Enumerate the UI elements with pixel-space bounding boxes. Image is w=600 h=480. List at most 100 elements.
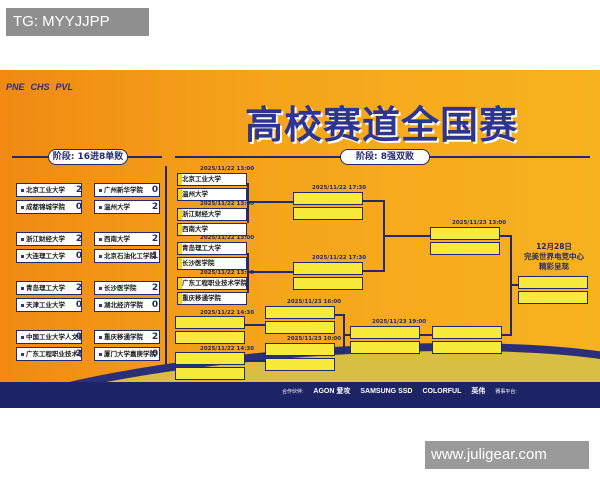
- qf-team-a: 浙江财经大学: [177, 208, 247, 221]
- team-name: 广州新华学院: [104, 186, 143, 194]
- round1-team: 中国工业大学人文信息学院: [16, 330, 82, 344]
- connector: [343, 314, 345, 353]
- lb4-time: 2025/11/23 16:00: [287, 299, 342, 305]
- team-marker-icon: [21, 352, 24, 356]
- round1-opponent: 广州新华学院: [94, 183, 160, 197]
- round1-opp-score: 2: [151, 234, 159, 244]
- lb2-slot-b: [175, 367, 245, 380]
- qf-team-b: 重庆移通学院: [177, 292, 247, 305]
- slot-accent: [178, 293, 182, 304]
- final-venue: 完美世界电竞中心: [524, 252, 584, 261]
- team-name: 广东工程职业技术学院: [26, 350, 81, 358]
- team-marker-icon: [99, 254, 102, 258]
- round1-score: 2: [75, 283, 83, 293]
- lb1-slot-b: [175, 331, 245, 344]
- connector: [245, 324, 265, 326]
- connector: [500, 235, 510, 237]
- final-tagline: 精彩呈现: [539, 262, 569, 271]
- sponsor-label: 合作伙伴:: [282, 388, 304, 395]
- round1-opp-score: 0: [151, 300, 159, 310]
- connector: [335, 351, 343, 353]
- connector: [165, 166, 167, 366]
- lb5-slot-a: [350, 326, 420, 339]
- connector: [510, 284, 518, 286]
- round1-score: 0: [75, 300, 83, 310]
- connector: [249, 201, 293, 203]
- qf-team-b: 长沙医学院: [177, 257, 247, 270]
- connector: [420, 334, 432, 336]
- connector: [247, 253, 249, 293]
- sponsor-colorful: COLORFUL: [422, 387, 462, 395]
- slot-accent: [178, 278, 182, 289]
- team-name: 青岛理工大学: [182, 244, 221, 252]
- sf2-time: 2025/11/22 17:30: [312, 255, 367, 261]
- team-name: 重庆移通学院: [104, 333, 143, 341]
- team-name: 北京石油化工学院: [104, 252, 156, 260]
- stage-left-label: 阶段: 16进8单败: [48, 149, 128, 165]
- team-name: 青岛理工大学: [26, 284, 65, 292]
- qf-time: 2025/11/22 13:00: [200, 270, 255, 276]
- sponsor-agon: AGON 爱攻: [313, 388, 351, 395]
- lb2-time: 2025/11/22 14:30: [200, 346, 255, 352]
- team-marker-icon: [99, 303, 102, 307]
- connector: [345, 334, 350, 336]
- round1-score: 2: [75, 234, 83, 244]
- tournament-poster: PNE CHS PVL 高校赛道全国赛 阶段: 16进8单败 阶段: 8强双败 …: [0, 70, 600, 408]
- round1-opponent: 重庆移通学院: [94, 330, 160, 344]
- logo-pvl: PVL: [55, 82, 74, 92]
- round1-opp-score: 2: [151, 332, 159, 342]
- sf2-slot-a: [293, 262, 363, 275]
- team-marker-icon: [21, 254, 24, 258]
- telegram-tag: TG: MYYJJPP: [6, 8, 149, 36]
- lb5-time: 2025/11/23 19:00: [372, 319, 427, 325]
- site-watermark: www.juligear.com: [425, 441, 589, 469]
- round1-opp-score: 2: [151, 283, 159, 293]
- qf-team-b: 温州大学: [177, 188, 247, 201]
- round1-score: 0: [75, 202, 83, 212]
- team-marker-icon: [99, 205, 102, 209]
- qf-time: 2025/11/22 13:00: [200, 201, 255, 207]
- connector: [385, 235, 430, 237]
- team-marker-icon: [99, 335, 102, 339]
- lb1-time: 2025/11/22 14:30: [200, 310, 255, 316]
- team-name: 大连理工大学: [26, 252, 65, 260]
- connector: [383, 200, 385, 272]
- lb3-slot-b: [265, 321, 335, 334]
- slot-accent: [178, 209, 182, 220]
- lb3b-slot-a: [265, 343, 335, 356]
- team-marker-icon: [21, 303, 24, 307]
- team-marker-icon: [21, 335, 24, 339]
- connector: [502, 334, 512, 336]
- lbf-slot-a: [432, 326, 502, 339]
- connector: [335, 314, 343, 316]
- team-marker-icon: [99, 188, 102, 192]
- round1-opponent: 北京石油化工学院: [94, 249, 160, 263]
- slot-accent: [178, 243, 182, 254]
- lb3-slot-a: [265, 306, 335, 319]
- wf-slot-a: [430, 227, 500, 240]
- round1-opponent: 厦门大学嘉庚学院: [94, 347, 160, 361]
- team-name: 西南大学: [182, 225, 208, 233]
- team-name: 广东工程职业技术学院: [182, 279, 247, 287]
- final-slot-a: [518, 276, 588, 289]
- qf-team-a: 北京工业大学: [177, 173, 247, 186]
- sponsor-row: 合作伙伴: AGON 爱攻 SAMSUNG SSD COLORFUL 英伟 赛事…: [282, 386, 517, 396]
- team-marker-icon: [21, 237, 24, 241]
- final-slot-b: [518, 291, 588, 304]
- connector: [363, 270, 383, 272]
- round1-team: 大连理工大学: [16, 249, 82, 263]
- connector: [363, 200, 383, 202]
- slot-accent: [178, 258, 182, 269]
- round1-score: 0: [75, 251, 83, 261]
- lb3b-slot-b: [265, 358, 335, 371]
- sf2-slot-b: [293, 277, 363, 290]
- logo-chs: CHS: [30, 82, 50, 92]
- connector: [249, 271, 293, 273]
- final-date: 12月28日: [536, 242, 572, 251]
- qf-time: 2025/11/22 13:00: [200, 235, 255, 241]
- lb1-slot-a: [175, 316, 245, 329]
- team-name: 湖北经济学院: [104, 301, 143, 309]
- sponsor-strip: [0, 382, 600, 408]
- qf-team-b: 西南大学: [177, 223, 247, 236]
- round1-team: 广东工程职业技术学院: [16, 347, 82, 361]
